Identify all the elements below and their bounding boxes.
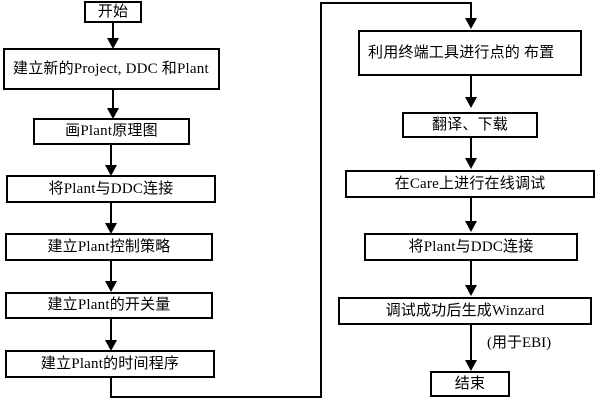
connector-wrap-top [320,2,472,4]
node-create-project-label: 建立新的Project, DDC 和Plant [13,60,209,77]
connector-draw-plant-to-link-ddc [110,145,112,166]
connector-online-debug-to-link-ddc-2 [470,198,472,222]
arrowhead-draw-plant-to-link-ddc [105,165,117,176]
connector-translate-to-online-debug [470,138,472,158]
connector-wrap-up-right [320,2,322,398]
node-time-program-label: 建立Plant的时间程序 [40,355,180,372]
node-link-plant-ddc-2[interactable]: 将Plant与DDC连接 [364,233,578,261]
node-control-strategy[interactable]: 建立Plant控制策略 [5,233,213,261]
node-time-program[interactable]: 建立Plant的时间程序 [5,350,215,378]
node-create-project[interactable]: 建立新的Project, DDC 和Plant [3,48,220,90]
node-translate-download[interactable]: 翻译、下载 [402,112,538,138]
node-terminal-tool-label: 利用终端工具进行点的 布置 [368,44,555,61]
node-link-plant-ddc-1-label: 将Plant与DDC连接 [48,180,174,197]
arrowhead-translate-to-online-debug [465,158,477,169]
node-draw-plant[interactable]: 画Plant原理图 [33,118,190,145]
arrowhead-wrap-into-terminal-tool [465,18,477,29]
arrowhead-terminal-tool-to-translate [465,97,477,108]
node-online-debug-label: 在Care上进行在线调试 [394,175,546,192]
node-end-label: 结束 [454,375,486,392]
connector-wrap-down-into-terminal-tool [470,2,472,20]
connector-control-strategy-to-switch-points [110,261,112,283]
node-start-label: 开始 [97,3,129,20]
connector-start-to-create-project [112,23,114,41]
node-gen-winzard[interactable]: 调试成功后生成Winzard [338,297,592,325]
node-link-plant-ddc-1[interactable]: 将Plant与DDC连接 [6,175,216,203]
arrowhead-link-ddc-to-control-strategy [105,223,117,234]
node-end[interactable]: 结束 [430,371,510,397]
arrowhead-start-to-create-project [107,38,119,49]
node-terminal-tool[interactable]: 利用终端工具进行点的 布置 [358,30,582,76]
arrowhead-create-project-to-draw-plant [107,108,119,119]
connector-gen-winzard-to-end [470,325,472,361]
arrowhead-gen-winzard-to-end [465,360,477,371]
node-start[interactable]: 开始 [84,1,142,23]
node-draw-plant-label: 画Plant原理图 [65,123,158,140]
arrowhead-switch-points-to-time-program [105,340,117,351]
node-control-strategy-label: 建立Plant控制策略 [47,238,171,255]
connector-link-ddc-to-control-strategy [110,203,112,225]
arrowhead-link-ddc-2-to-gen-winzard [465,285,477,296]
node-switch-points-label: 建立Plant的开关量 [47,297,171,314]
connector-switch-points-to-time-program [110,319,112,341]
connector-terminal-tool-to-translate [470,76,472,98]
connector-link-ddc-2-to-gen-winzard [470,261,472,286]
node-online-debug[interactable]: 在Care上进行在线调试 [345,170,595,198]
connector-wrap-bottom [110,396,322,398]
node-link-plant-ddc-2-label: 将Plant与DDC连接 [408,238,534,255]
node-translate-download-label: 翻译、下载 [431,116,508,133]
connector-create-project-to-draw-plant [112,90,114,111]
arrowhead-online-debug-to-link-ddc-2 [465,221,477,232]
annotation-ebi-note: (用于EBI) [487,335,552,351]
node-switch-points[interactable]: 建立Plant的开关量 [5,292,213,319]
connector-wrap-down-left [110,378,112,398]
arrowhead-control-strategy-to-switch-points [105,281,117,292]
node-gen-winzard-label: 调试成功后生成Winzard [385,302,545,319]
